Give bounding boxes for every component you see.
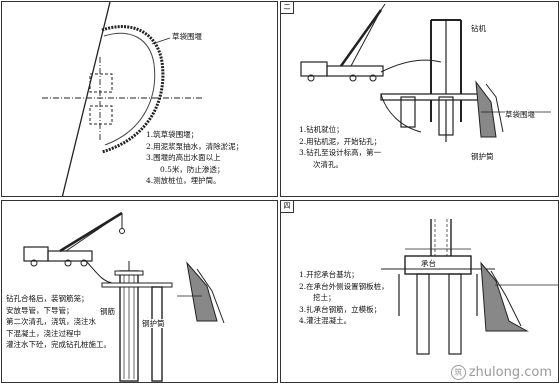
step-item: 3.钻孔至设计标高，第一: [299, 148, 382, 157]
sandbag-hatch: [490, 270, 522, 327]
pile-cap-drawing: [381, 219, 558, 355]
label-rig: 钻机: [471, 24, 486, 33]
cofferdam-callout: 草袋围堰: [172, 32, 202, 41]
casing-left: [400, 96, 416, 128]
pile-cap: [404, 255, 472, 275]
step-item: 下混凝土，浇注过程中: [6, 328, 81, 338]
step-item: 第二次清孔，浇筑，浇注水: [6, 317, 96, 326]
step-item: 3.扎承台钢筋，立模板；: [299, 304, 382, 314]
label-casing: 钢护筒: [471, 152, 494, 161]
sandbag-pile: [475, 80, 497, 138]
step-item: 1.开挖承台基坑；: [299, 270, 359, 279]
step-item: 2.用钻机泥，开始钻孔；: [299, 136, 382, 146]
pile-left: [416, 273, 430, 355]
step-item: 2.用泥浆泵抽水，清除淤泥；: [146, 141, 244, 151]
pit-edge: [380, 93, 422, 133]
work-platform: [380, 93, 482, 101]
rebar-cage-drawing: [23, 211, 225, 382]
zhulong-logo-icon: 筑: [450, 365, 466, 380]
panel-number: 二: [281, 2, 294, 14]
step-item: 次清孔。: [313, 159, 343, 169]
step-list: 1.钻机就位； 2.用钻机泥，开始钻孔； 3.钻孔至设计标高，第一 次清孔。: [299, 124, 381, 170]
step-item: 挖土；: [313, 293, 336, 302]
sandbag-hatch: [196, 268, 225, 324]
rebar-hatch: [123, 273, 135, 379]
step-item: 安放导管，下导管；: [6, 305, 74, 315]
watermark: 筑 zhulong.com: [450, 365, 552, 380]
step-item: 4.灌注混凝土。: [299, 316, 352, 325]
cage-top: [114, 270, 144, 276]
label-rebar: 钢筋: [100, 307, 115, 316]
drilling-rig-drawing: [300, 3, 551, 142]
casing-right: [438, 96, 454, 136]
crane-truck: [23, 211, 125, 267]
sandbag-pile: [480, 261, 529, 332]
crane-truck: [300, 3, 386, 82]
callout-leader: [151, 37, 171, 45]
step-item: 1.筑草袋围堰；: [146, 130, 199, 139]
platform: [101, 282, 173, 288]
step-list: 1.筑草袋围堰； 2.用泥浆泵抽水，清除淤泥； 3.围堰的高出水面以上 0.5米…: [146, 129, 243, 187]
panel-number: 四: [281, 201, 294, 213]
riverbank-line: [61, 2, 111, 196]
panel-drilling: 二: [280, 1, 559, 197]
pile-right: [448, 273, 462, 355]
inner-arc: [103, 32, 156, 146]
ground-line: [380, 59, 442, 73]
panel-cofferdam: 草袋围堰 1.筑草袋围堰； 2.用泥浆泵抽水，清除淤泥； 3.围堰的高出水面以上…: [1, 1, 278, 197]
sandbag-hatch: [485, 83, 504, 133]
step-list: 1.开挖承台基坑； 2.在承台外侧设置钢板桩， 挖土； 3.扎承台钢筋，立模板；…: [299, 269, 389, 327]
ground-line: [85, 260, 113, 284]
pile-box-upper: [89, 73, 113, 93]
step-item: 2.在承台外侧设置钢板桩，: [299, 281, 389, 291]
pile-box-lower: [89, 105, 113, 125]
label-cap: 承台: [421, 259, 436, 268]
label-cofferdam: 草袋围堰: [505, 110, 535, 119]
watermark-text: zhulong.com: [468, 365, 552, 380]
sandbag-pile: [186, 261, 218, 322]
label-casing: 钢护筒: [142, 319, 165, 328]
column: [430, 219, 452, 256]
casing-pipe: [151, 286, 163, 382]
panel-pile-cap: 四 承台 1.开挖承台基坑； 2.在承台外侧设置钢板桩， 挖土； 3.扎承: [280, 200, 559, 383]
step-item: 钻孔合格后，装钢筋笼；: [6, 294, 89, 303]
panel-rebar-cage: 钢筋 钢护筒 钻孔合格后，装钢筋笼； 安放导管，下导管； 第二次清孔，浇筑，浇注…: [1, 200, 278, 383]
cofferdam-plan-drawing: [42, 2, 202, 196]
step-list: 钻孔合格后，装钢筋笼； 安放导管，下导管； 第二次清孔，浇筑，浇注水 下混凝土，…: [6, 293, 111, 351]
step-item: 灌注水下砼，完成钻孔桩施工。: [6, 340, 111, 349]
step-item: 3.围堰的高出水面以上: [146, 153, 221, 162]
drilling-tower: [430, 19, 462, 142]
step-item: 0.5米，防止渗透；: [160, 164, 225, 174]
step-item: 1.钻机就位；: [299, 125, 344, 134]
step-item: 4.测放桩位，埋护筒。: [146, 176, 221, 185]
